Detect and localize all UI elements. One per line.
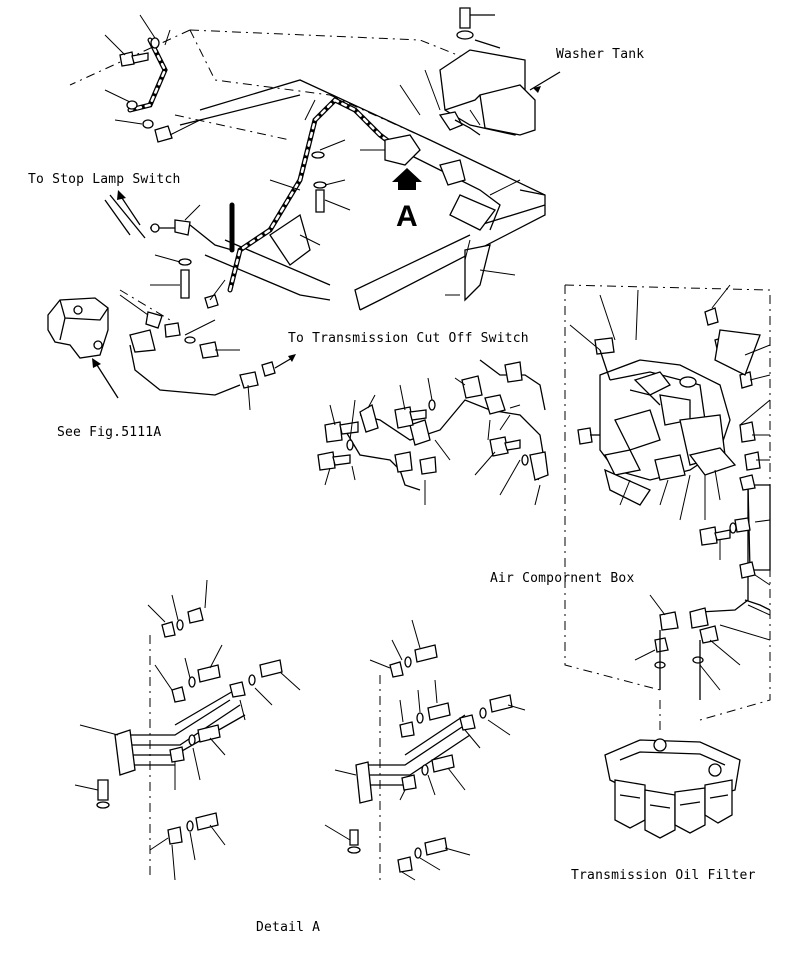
mounting-bracket — [47, 297, 241, 399]
view-a-arrow-icon — [392, 168, 422, 190]
washer-tank-arrow — [533, 86, 541, 93]
air-box-leaders — [569, 284, 771, 691]
cutoff-switch-arrow — [274, 354, 296, 369]
detail-a-right — [324, 619, 526, 881]
view-marker-label: A — [396, 200, 418, 233]
detail-a-label: Detail A — [256, 920, 321, 935]
air-component-box — [577, 307, 761, 506]
upper-fasteners — [119, 37, 327, 389]
stop-lamp-arrow — [117, 190, 141, 226]
washer-tank-label: Washer Tank — [556, 47, 645, 62]
transmission-oil-filter — [604, 738, 741, 839]
middle-leaders — [324, 377, 541, 506]
washer-tank — [438, 7, 561, 136]
air-box-label: Air Compornent Box — [490, 571, 635, 586]
see-fig-label: See Fig.5111A — [57, 425, 162, 440]
oil-filter-label: Transmission Oil Filter — [571, 868, 756, 883]
detail-a-left — [74, 579, 301, 881]
air-hose-set — [654, 474, 771, 730]
upper-leaders — [104, 14, 521, 411]
stop-lamp-label: To Stop Lamp Switch — [28, 172, 181, 187]
middle-harness — [317, 359, 549, 491]
main-harness — [127, 37, 501, 302]
transmission-cutoff-label: To Transmission Cut Off Switch — [288, 331, 529, 346]
